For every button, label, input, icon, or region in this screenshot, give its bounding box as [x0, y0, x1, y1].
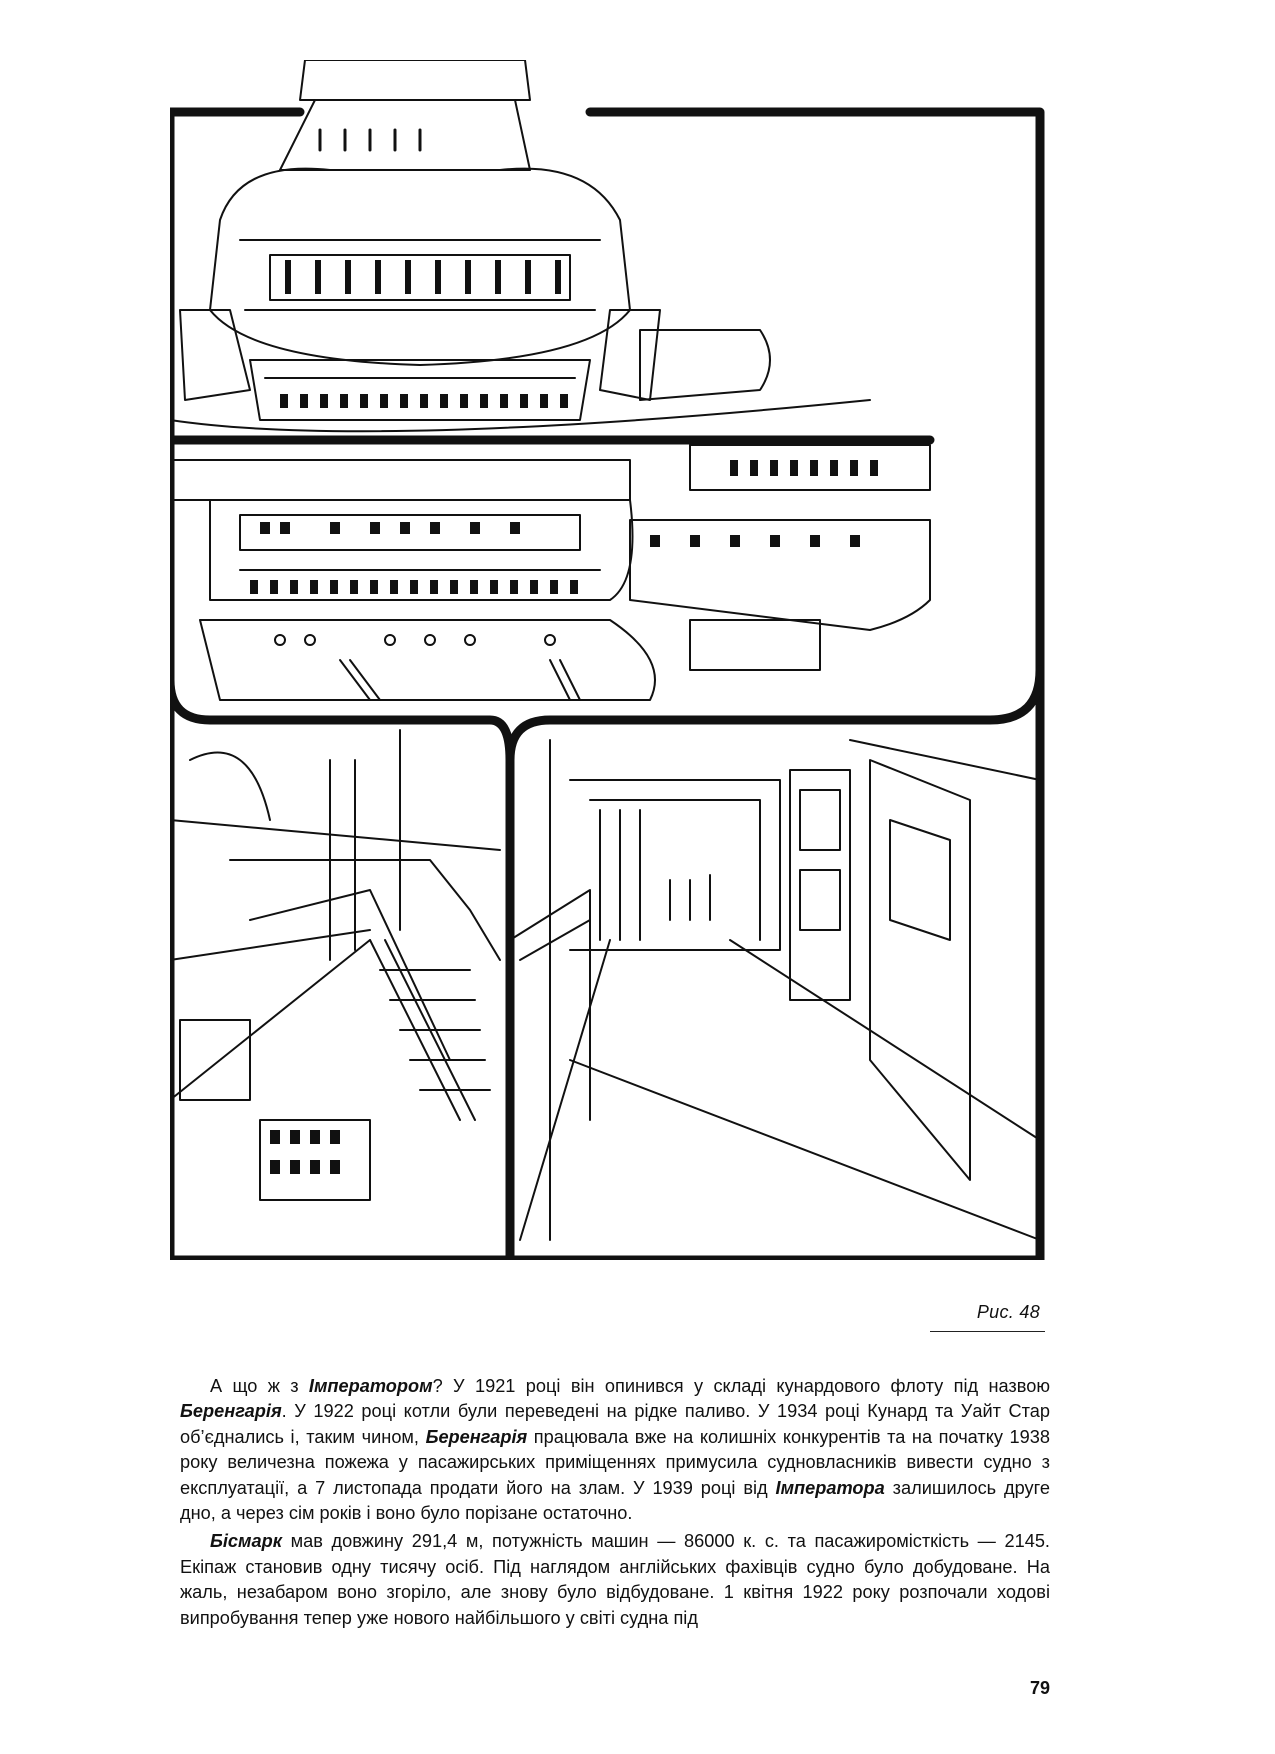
text-run: ? У 1921 році він опинився у складі куна… — [432, 1376, 1050, 1396]
page-number: 79 — [1029, 1678, 1050, 1698]
paragraph: А що ж з Імператором? У 1921 році він оп… — [180, 1374, 1050, 1526]
text-run: мав довжину 291,4 м, потужність машин — … — [180, 1531, 1050, 1628]
body-text: А що ж з Імператором? У 1921 році він оп… — [180, 1374, 1050, 1634]
text-run: А що ж з — [210, 1376, 309, 1396]
panel-frame — [170, 107, 1045, 1260]
emphasized-name: Імператором — [308, 1376, 433, 1396]
text-run: працювала вже на колишніх конкурентів та… — [180, 1426, 1050, 1498]
emphasized-name: Бісмарк — [210, 1531, 282, 1552]
ship-illustration-drawing — [170, 60, 1045, 1260]
ship-bridge-drawing — [170, 60, 871, 433]
paragraph: Бісмарк мав довжину 291,4 м, потужність … — [180, 1529, 1050, 1631]
emphasized-name: Імператора — [775, 1477, 885, 1498]
ship-illustration-figure — [170, 60, 1050, 1260]
corridor-drawing — [509, 739, 1041, 1241]
text-run: залишилось друге дно, а через сім років … — [180, 1477, 1050, 1524]
caption-rule — [930, 1331, 1045, 1332]
deck-stairs-drawing — [170, 729, 501, 1201]
emphasized-name: Беренгарія — [180, 1401, 282, 1422]
emphasized-name: Беренгарія — [425, 1426, 528, 1447]
text-run: . У 1922 році котли були переведені на р… — [180, 1401, 1050, 1447]
figure-caption: Рис. 48 — [976, 1302, 1040, 1322]
ship-superstructure-drawing — [170, 444, 931, 701]
